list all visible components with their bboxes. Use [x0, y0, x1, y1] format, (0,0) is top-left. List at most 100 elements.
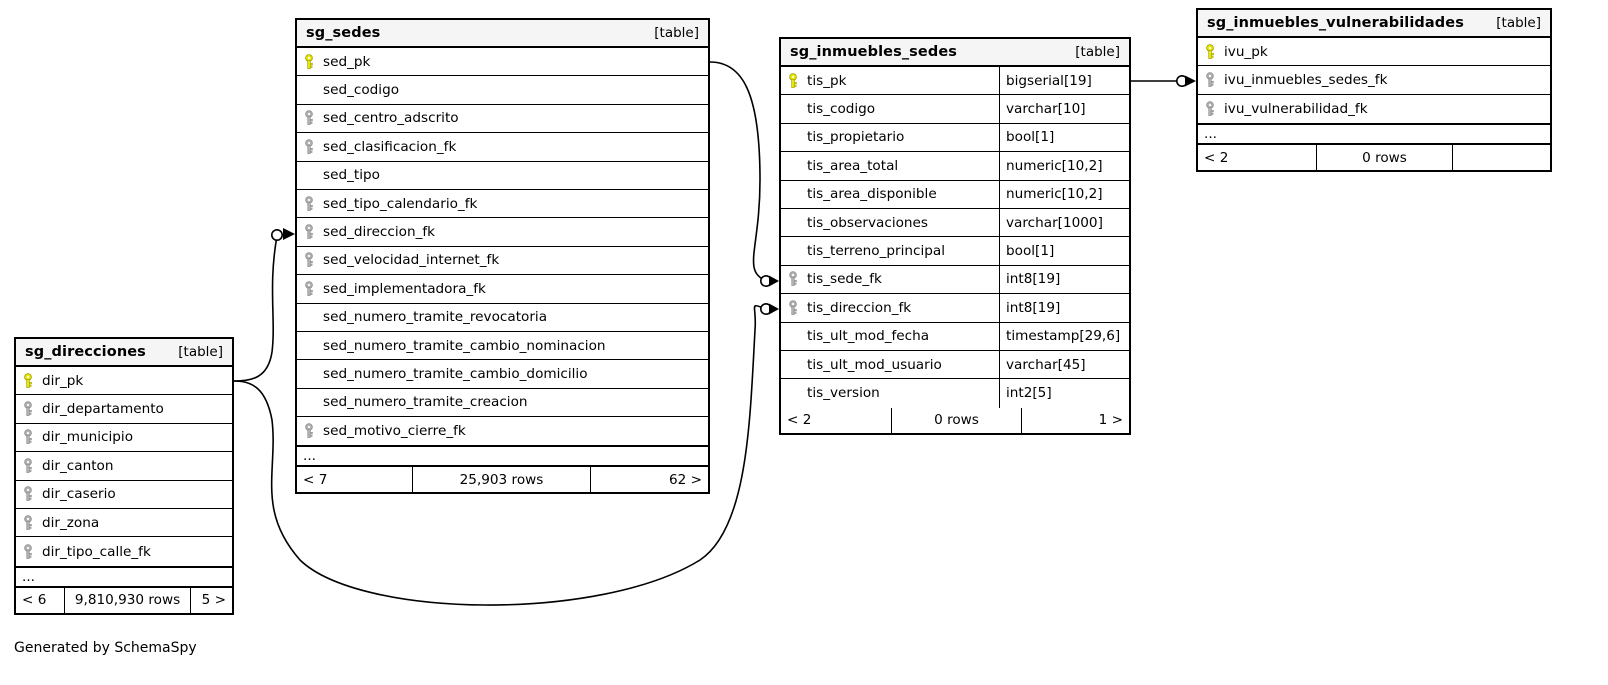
table-row[interactable]: dir_municipio — [16, 424, 232, 453]
column-type-cell: int8[19] — [999, 265, 1129, 294]
column-name-cell: sed_numero_tramite_cambio_nominacion — [297, 332, 708, 359]
column-name: sed_centro_adscrito — [323, 110, 459, 127]
column-name-cell: dir_departamento — [16, 395, 232, 422]
more-columns-indicator[interactable]: ... — [1198, 123, 1550, 146]
table-row[interactable]: dir_zona — [16, 509, 232, 538]
column-name-cell: ivu_pk — [1198, 38, 1550, 65]
table-title: sg_inmuebles_sedes — [790, 44, 957, 60]
foreign-key-icon — [303, 252, 323, 268]
column-name: tis_ult_mod_usuario — [807, 356, 942, 373]
footer-prev-relations[interactable]: < 2 — [1204, 149, 1229, 166]
foreign-key-icon — [303, 195, 323, 212]
column-name-cell: sed_tipo_calendario_fk — [297, 190, 708, 217]
table-row[interactable]: sed_tipo_calendario_fk — [297, 190, 708, 219]
table-row[interactable]: dir_tipo_calle_fk — [16, 537, 232, 565]
table-title: sg_direcciones — [25, 344, 146, 360]
column-name: sed_numero_tramite_cambio_domicilio — [323, 365, 588, 382]
table-row[interactable]: sed_centro_adscrito — [297, 105, 708, 134]
column-type-cell: bigserial[19] — [999, 67, 1129, 95]
table-row[interactable]: ivu_inmuebles_sedes_fk — [1198, 66, 1550, 95]
more-columns-indicator[interactable]: ... — [16, 565, 232, 588]
table-row[interactable]: tis_codigo varchar[10] — [781, 95, 1129, 124]
table-type-tag: [table] — [178, 344, 223, 360]
column-name: sed_direccion_fk — [323, 224, 436, 241]
column-name: dir_municipio — [42, 429, 134, 446]
footer-prev-relations[interactable]: < 2 — [787, 412, 812, 429]
column-name: tis_propietario — [807, 129, 905, 146]
column-name: sed_tipo_calendario_fk — [323, 195, 478, 212]
column-name: tis_sede_fk — [807, 271, 882, 288]
column-name-cell: tis_terreno_principal — [781, 237, 999, 264]
column-type-cell: numeric[10,2] — [999, 152, 1129, 180]
table-row[interactable]: tis_sede_fk int8[19] — [781, 265, 1129, 295]
column-type-cell: varchar[10] — [999, 95, 1129, 123]
table-row[interactable]: sed_numero_tramite_revocatoria — [297, 304, 708, 332]
table-row[interactable]: dir_pk — [16, 367, 232, 396]
column-name-cell: sed_implementadora_fk — [297, 275, 708, 302]
table-row[interactable]: sed_direccion_fk — [297, 218, 708, 247]
column-name: dir_tipo_calle_fk — [42, 543, 151, 560]
table-header-sg_sedes: sg_sedes[table] — [297, 20, 708, 48]
column-name-cell: sed_velocidad_internet_fk — [297, 247, 708, 274]
foreign-key-icon — [303, 224, 323, 240]
foreign-key-icon — [22, 486, 42, 502]
footer-next-relations[interactable]: 5 > — [201, 592, 226, 609]
table-row[interactable]: ivu_vulnerabilidad_fk — [1198, 95, 1550, 123]
table-type-tag: [table] — [1496, 15, 1541, 31]
table-row[interactable]: ivu_pk — [1198, 38, 1550, 67]
column-type: int2[5] — [1006, 385, 1052, 402]
table-row[interactable]: dir_departamento — [16, 395, 232, 424]
table-row[interactable]: tis_propietario bool[1] — [781, 123, 1129, 153]
column-name: ivu_pk — [1224, 43, 1268, 60]
table-row[interactable]: sed_motivo_cierre_fk — [297, 417, 708, 445]
table-row[interactable]: sed_implementadora_fk — [297, 275, 708, 304]
column-type: varchar[10] — [1006, 101, 1086, 118]
table-row[interactable]: dir_caserio — [16, 481, 232, 509]
table-sg_inmuebles_vulnerabilidades[interactable]: sg_inmuebles_vulnerabilidades[table]ivu_… — [1196, 8, 1552, 173]
table-row[interactable]: dir_canton — [16, 452, 232, 481]
table-row[interactable]: sed_tipo — [297, 162, 708, 190]
table-row[interactable]: sed_numero_tramite_cambio_nominacion — [297, 332, 708, 361]
footer-prev-relations[interactable]: < 7 — [303, 471, 328, 488]
primary-key-icon — [787, 72, 807, 89]
column-name-cell: ivu_inmuebles_sedes_fk — [1198, 66, 1550, 93]
table-row[interactable]: sed_velocidad_internet_fk — [297, 247, 708, 276]
footer-next-relations[interactable]: 1 > — [1098, 412, 1123, 429]
table-row[interactable]: sed_numero_tramite_creacion — [297, 389, 708, 418]
column-name: tis_codigo — [807, 101, 876, 118]
table-row[interactable]: sed_codigo — [297, 76, 708, 105]
column-type: numeric[10,2] — [1006, 186, 1103, 203]
footer-next-relations[interactable] — [1453, 145, 1550, 170]
footer-next-relations[interactable]: 62 > — [668, 471, 702, 488]
more-columns-indicator[interactable]: ... — [297, 445, 708, 468]
column-name: sed_tipo — [323, 167, 380, 184]
table-row[interactable]: sed_pk — [297, 48, 708, 77]
column-name-cell: tis_propietario — [781, 124, 999, 151]
column-type: timestamp[29,6] — [1006, 328, 1121, 345]
column-name-cell: dir_tipo_calle_fk — [16, 537, 232, 565]
edge-direcciones-to-sedes-direccion-fk — [233, 228, 295, 382]
column-name-cell: tis_direccion_fk — [781, 294, 999, 321]
column-name-cell: sed_clasificacion_fk — [297, 133, 708, 160]
footer-prev-relations[interactable]: < 6 — [22, 592, 47, 609]
column-type: bool[1] — [1006, 129, 1055, 146]
table-row[interactable]: sed_numero_tramite_cambio_domicilio — [297, 360, 708, 389]
column-type: int8[19] — [1006, 271, 1061, 288]
primary-key-icon — [22, 372, 42, 389]
table-row[interactable]: sed_clasificacion_fk — [297, 133, 708, 162]
column-name-cell: sed_tipo — [297, 162, 708, 189]
